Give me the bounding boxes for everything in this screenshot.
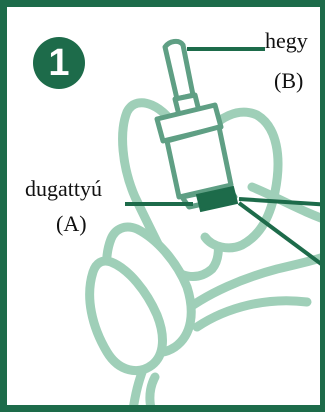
tip-label: hegy	[265, 29, 308, 53]
plunger-label: dugattyú	[25, 177, 102, 201]
step-number-badge: 1	[33, 37, 85, 89]
tip-letter-label: (B)	[274, 69, 303, 93]
plunger-letter-label: (A)	[56, 212, 87, 236]
